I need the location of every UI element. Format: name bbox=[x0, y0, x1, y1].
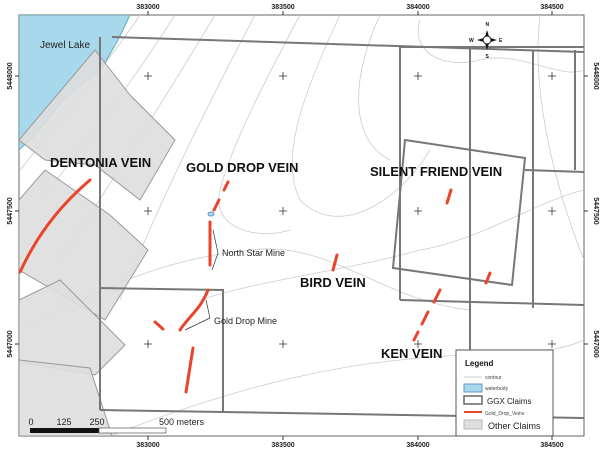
vein-label-silent-friend: SILENT FRIEND VEIN bbox=[370, 164, 502, 179]
legend-item-veins: Gold_Drop_Veins bbox=[485, 411, 525, 417]
mine-label-north-star: North Star Mine bbox=[222, 248, 285, 258]
y-tick-label-right: 5448000 bbox=[592, 62, 599, 89]
compass-s: S bbox=[486, 54, 490, 60]
x-tick-label-bottom: 383500 bbox=[271, 442, 294, 449]
grid-crosses bbox=[144, 72, 556, 348]
legend-item-waterbody: waterbody bbox=[485, 386, 509, 392]
gold-drop-veins bbox=[19, 178, 492, 394]
x-tick-label-bottom: 384000 bbox=[406, 442, 429, 449]
x-tick-label: 384500 bbox=[540, 4, 563, 11]
vein-label-bird: BIRD VEIN bbox=[300, 275, 366, 290]
scale-label: 250 bbox=[89, 417, 104, 427]
north-star-pond bbox=[207, 211, 215, 217]
other-claims bbox=[19, 49, 176, 436]
lake-label: Jewel Lake bbox=[40, 40, 90, 51]
scale-bar: 0 125 250 500 meters bbox=[28, 417, 205, 434]
x-tick-label-bottom: 384500 bbox=[540, 442, 563, 449]
vein-label-gold-drop: GOLD DROP VEIN bbox=[186, 160, 298, 175]
axis-ticks bbox=[15, 11, 588, 440]
leader-lines bbox=[184, 229, 219, 331]
scale-label: 500 meters bbox=[159, 417, 205, 427]
compass-w: W bbox=[469, 38, 474, 44]
y-tick-label: 5447500 bbox=[7, 197, 14, 224]
legend: Legend contour waterbody GGX Claims Gold… bbox=[455, 349, 554, 437]
legend-title: Legend bbox=[465, 359, 494, 368]
y-tick-label: 5448000 bbox=[7, 62, 14, 89]
mine-label-gold-drop: Gold Drop Mine bbox=[214, 316, 277, 326]
y-tick-label: 5447000 bbox=[7, 330, 14, 357]
compass-e: E bbox=[499, 38, 503, 44]
x-tick-label: 383500 bbox=[271, 4, 294, 11]
compass-rose: N S E W bbox=[469, 22, 503, 60]
x-tick-label-bottom: 383000 bbox=[136, 442, 159, 449]
x-tick-label: 383000 bbox=[136, 4, 159, 11]
vein-label-dentonia: DENTONIA VEIN bbox=[50, 155, 151, 170]
legend-item-contour: contour bbox=[485, 375, 502, 381]
legend-item-ggx-claims: GGX Claims bbox=[487, 397, 531, 406]
vein-label-ken: KEN VEIN bbox=[381, 346, 442, 361]
y-tick-label-right: 5447000 bbox=[592, 330, 599, 357]
x-tick-label: 384000 bbox=[406, 4, 429, 11]
scale-label: 0 bbox=[28, 417, 33, 427]
y-tick-label-right: 5447500 bbox=[592, 197, 599, 224]
compass-n: N bbox=[486, 22, 490, 28]
scale-label: 125 bbox=[56, 417, 71, 427]
legend-item-other-claims: Other Claims bbox=[488, 421, 541, 431]
